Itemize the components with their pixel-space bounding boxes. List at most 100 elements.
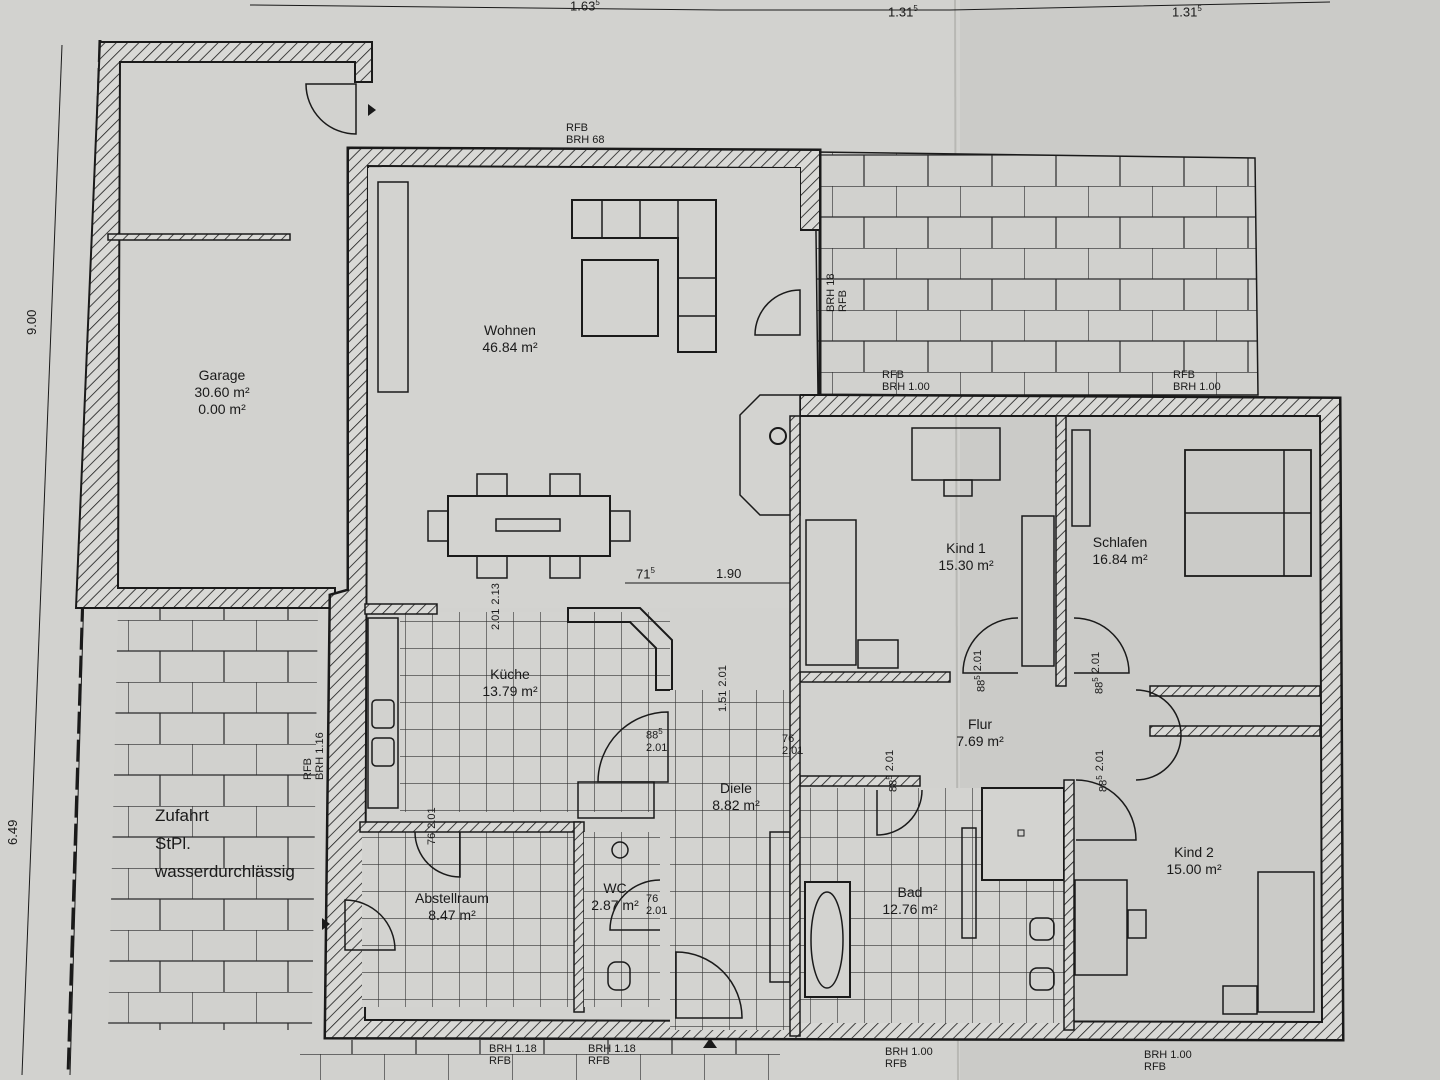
room-area: 16.84 m²	[1092, 551, 1148, 567]
wall-diele-bedrooms	[789, 415, 801, 1037]
kind1-chair	[943, 479, 973, 497]
garage-door-swing	[305, 83, 357, 135]
bad-door-swing	[876, 789, 923, 836]
entry-door-swing	[675, 951, 743, 1019]
room-flur: Flur 7.69 m²	[930, 716, 1030, 750]
left-dimension-line-outer	[21, 44, 63, 1076]
kitchen-counter	[567, 607, 673, 691]
room-wohnen: Wohnen 46.84 m²	[460, 322, 560, 356]
window-type: RFB	[302, 758, 314, 780]
side-entry-arrow	[322, 918, 330, 930]
door-height: 2.01	[1090, 651, 1102, 674]
diele-door-swing	[597, 711, 669, 783]
kind1-door-swing	[962, 617, 1019, 674]
kind1-bed	[805, 519, 857, 666]
room-kind-2: Kind 2 15.00 m²	[1144, 844, 1244, 878]
door-dim-diele-west: 885 2.01	[646, 727, 668, 754]
room-name: Küche	[490, 666, 530, 682]
window-type: RFB	[1173, 369, 1195, 381]
window-type: RFB	[1144, 1061, 1166, 1073]
room-name: Flur	[967, 716, 993, 732]
top-dimension-2: 1.315	[888, 4, 918, 20]
door-dim-abstellraum: 76 2.01	[426, 807, 438, 845]
abstellraum-door-swing	[414, 831, 461, 878]
door-height: 2.01	[717, 665, 729, 687]
schlafen-wardrobe	[1071, 429, 1091, 527]
kind2-door-swing	[1075, 779, 1137, 841]
abstellraum-wall-top	[359, 821, 581, 833]
door-height: 2.13	[490, 583, 502, 605]
room-area: 2.87 m²	[591, 897, 639, 913]
terrace-door-swing	[754, 289, 801, 336]
wc-washbasin	[611, 841, 629, 859]
sofa	[571, 199, 717, 353]
wall-kind1-flur	[799, 671, 951, 683]
driveway-label: Zufahrt StPl. wasserdurchlässig	[155, 802, 295, 886]
window-sill-height: BRH 18	[825, 273, 837, 312]
room-area: 12.76 m²	[882, 901, 938, 917]
wall-bad-flur	[799, 775, 921, 787]
window-type: RFB	[489, 1055, 511, 1067]
room-schlafen: Schlafen 16.84 m²	[1070, 534, 1170, 568]
fireplace-stove	[769, 427, 787, 445]
window-sill-height: BRH 1.00	[885, 1046, 933, 1058]
door-dim-diele-east: 76 2.01	[782, 733, 804, 757]
room-area: 15.30 m²	[938, 557, 994, 573]
top-dimension-1: 1.635	[570, 0, 600, 14]
dimension-190: 1.90	[716, 566, 742, 581]
sofa-cushions	[601, 200, 716, 317]
side-door-swing	[344, 899, 396, 951]
window-sill-height: BRH 1.18	[489, 1043, 537, 1055]
room-name: Diele	[720, 780, 752, 796]
kitchen-counter-left	[367, 617, 399, 809]
window-label-kind1: RFB BRH 1.00	[882, 369, 930, 393]
wc-floor	[584, 832, 660, 1007]
door-width: 2.01	[490, 608, 502, 630]
wall-bad-kind2	[1063, 779, 1075, 1031]
door-width: 885	[1091, 677, 1106, 694]
door-dim-kueche: 2.01 2.13	[490, 583, 502, 630]
abstellraum-wall-right	[573, 821, 585, 1013]
left-dimension-649: 6.49	[5, 819, 20, 845]
door-dim-bad: 885 2.01	[884, 750, 900, 792]
kind2-nightstand	[1222, 985, 1258, 1015]
door-width: 885	[973, 675, 988, 692]
terrace	[814, 151, 1259, 396]
door-width: 1.51	[717, 690, 729, 712]
room-name: WC	[603, 880, 627, 896]
coffee-table	[581, 259, 659, 337]
room-kind-1: Kind 1 15.30 m²	[916, 540, 1016, 574]
door-width: 76	[426, 832, 438, 845]
door-dim-kind2: 885 2.01	[1094, 750, 1110, 792]
room-area: 15.00 m²	[1166, 861, 1222, 877]
window-label-bad: BRH 1.00 RFB	[885, 1046, 933, 1070]
window-label-wc: BRH 1.18 RFB	[588, 1043, 636, 1067]
window-type: RFB	[566, 122, 588, 134]
wall-schlafen-flur	[1149, 685, 1321, 697]
window-label-kind2: BRH 1.00 RFB	[1144, 1049, 1192, 1073]
sink	[371, 699, 395, 729]
room-name: Garage	[198, 367, 246, 383]
window-sill-height: BRH 68	[566, 134, 605, 146]
door-height: 2.01	[1094, 749, 1106, 772]
shower	[981, 787, 1065, 881]
bad-vanity	[961, 827, 977, 939]
door-height: 2.01	[426, 807, 438, 829]
garage-entry-arrow	[368, 104, 376, 116]
shower-drain	[1017, 829, 1025, 837]
room-name: Kind 1	[946, 540, 986, 556]
top-dimension-3: 1.315	[1172, 4, 1202, 20]
driveway-label-line2: StPl.	[155, 834, 191, 853]
room-name: Wohnen	[484, 322, 536, 338]
dimension-71: 715	[636, 566, 655, 582]
garage-walls	[74, 41, 373, 609]
door-dim-wc: 76 2.01	[646, 893, 668, 917]
door-width: 885	[1095, 775, 1110, 792]
door-height: 2.01	[884, 749, 896, 772]
bad-bidet	[1029, 967, 1055, 991]
room-wc: WC 2.87 m²	[580, 880, 650, 914]
garage-inner-wall	[107, 233, 291, 241]
bottom-path	[300, 1040, 780, 1080]
room-garage: Garage 30.60 m² 0.00 m²	[172, 367, 272, 418]
driveway	[108, 605, 318, 1030]
